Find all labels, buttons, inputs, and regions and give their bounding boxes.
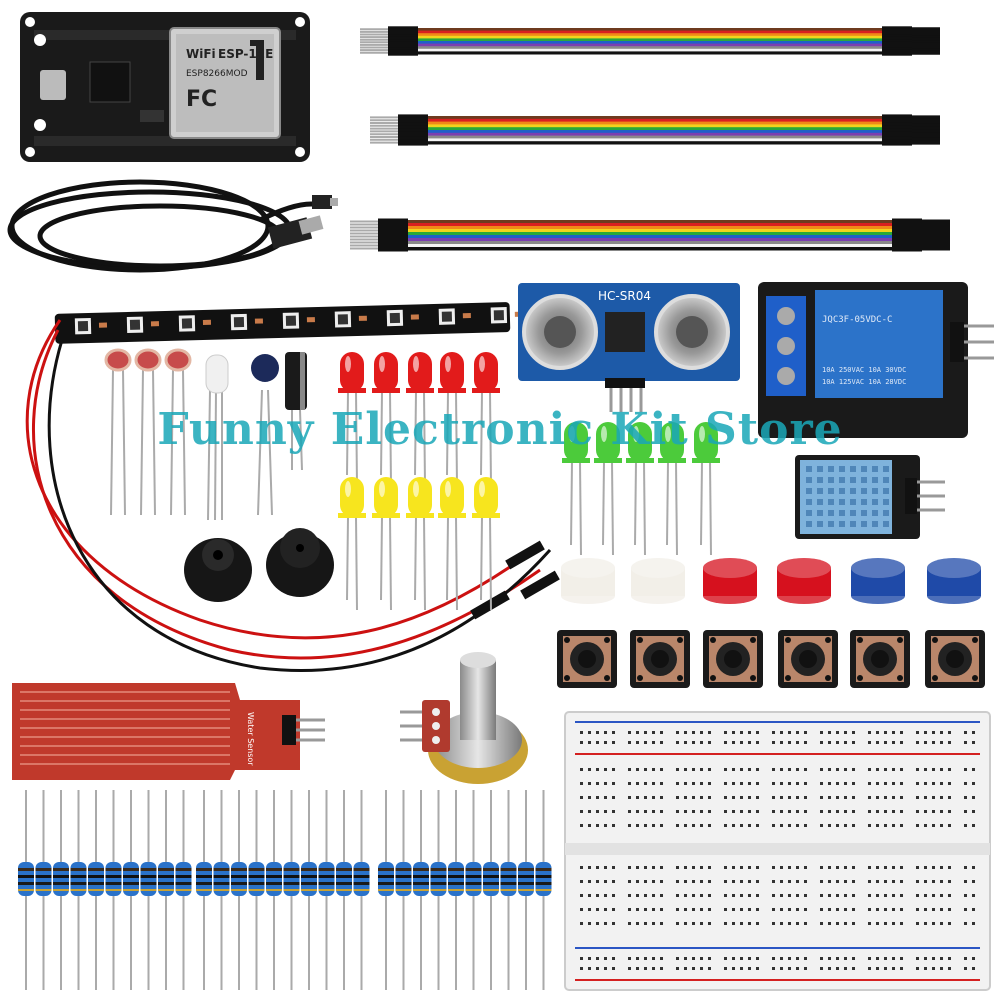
relay-rating-2: 10A 125VAC 10A 28VDC [822, 378, 906, 386]
button-cap [851, 558, 905, 604]
resistor [88, 790, 104, 990]
resistor [35, 790, 52, 990]
resistor [500, 790, 517, 990]
resistor [301, 790, 317, 990]
breadboard [564, 711, 991, 991]
capacitor [285, 352, 307, 471]
ultrasonic-label: HC-SR04 [598, 289, 651, 303]
button-cap [777, 558, 831, 604]
usb-cable [7, 179, 321, 273]
ir-led [205, 354, 273, 521]
resistor [535, 790, 552, 990]
button-cap [561, 558, 615, 604]
misc-components [104, 348, 307, 521]
relay-model-label: JQC3F-05VDC-C [822, 315, 892, 325]
button-cap [703, 558, 757, 604]
resistors [18, 790, 552, 990]
button-caps [561, 558, 981, 604]
resistor [395, 790, 412, 990]
photoresistor [104, 348, 132, 516]
tactile-switches [557, 630, 985, 688]
resistor [483, 790, 499, 990]
led-green [658, 422, 686, 556]
resistor [518, 790, 534, 990]
led-strip [54, 302, 523, 344]
resistor [158, 790, 174, 990]
button-cap [927, 558, 981, 604]
reset-button-icon [34, 34, 46, 46]
tactile-switch [850, 630, 910, 688]
led-red [472, 352, 500, 486]
photoresistor [134, 348, 162, 516]
resistor [248, 790, 265, 990]
resistor [283, 790, 300, 990]
led-yellow [338, 477, 366, 611]
led-red [438, 352, 466, 486]
ribbon-cable [360, 26, 940, 56]
led-red [338, 352, 366, 486]
strip-wires [25, 319, 552, 672]
led-green [594, 422, 622, 556]
tactile-switch [703, 630, 763, 688]
resistor [196, 790, 212, 990]
resistor [448, 790, 464, 990]
wifi-label: WiFi [186, 47, 216, 61]
led-set [338, 352, 720, 611]
ribbon-cable [370, 114, 940, 146]
resistor [413, 790, 429, 990]
resistor [465, 790, 482, 990]
photoresistor [164, 348, 192, 516]
dht11-sensor [795, 455, 945, 539]
tactile-switch [557, 630, 617, 688]
resistor [378, 790, 394, 990]
led-green [626, 422, 654, 556]
tactile-switch [925, 630, 985, 688]
resistor [53, 790, 69, 990]
relay-rating-1: 10A 250VAC 10A 30VDC [822, 366, 906, 374]
resistor [336, 790, 352, 990]
resistor [123, 790, 139, 990]
resistor [105, 790, 122, 990]
potentiometer [400, 652, 528, 784]
thermistor [251, 354, 279, 382]
led-yellow [472, 477, 500, 611]
tactile-switch [778, 630, 838, 688]
water-sensor-label: Water Sensor [246, 712, 255, 766]
resistor [70, 790, 87, 990]
buzzers [184, 528, 334, 602]
led-green [562, 422, 590, 556]
micro-usb-port [40, 70, 66, 100]
resistor [318, 790, 335, 990]
resistor [430, 790, 447, 990]
relay-module: JQC3F-05VDC-C 10A 250VAC 10A 30VDC 10A 1… [758, 282, 994, 438]
resistor [231, 790, 247, 990]
led-green [692, 422, 720, 556]
led-red [372, 352, 400, 486]
ultrasonic-sensor: HC-SR04 [518, 283, 740, 412]
nodemcu-board: WiFi ESP-12E ESP8266MOD FC [20, 12, 310, 162]
jumper-wire-ribbons [350, 26, 950, 252]
ribbon-cable [350, 218, 950, 252]
led-yellow [372, 477, 400, 611]
led-yellow [438, 477, 466, 611]
tactile-switch [630, 630, 690, 688]
flash-button-icon [34, 119, 46, 131]
fc-mark: FC [186, 87, 217, 112]
resistor [175, 790, 192, 990]
resistor [18, 790, 34, 990]
resistor [213, 790, 230, 990]
led-yellow [406, 477, 434, 611]
esp-module-label: ESP-12E [218, 47, 273, 61]
resistor [140, 790, 157, 990]
resistor [266, 790, 282, 990]
led-red [406, 352, 434, 486]
resistor [353, 790, 370, 990]
water-sensor: Water Sensor [12, 683, 325, 780]
esp-model-label: ESP8266MOD [186, 69, 248, 79]
button-cap [631, 558, 685, 604]
